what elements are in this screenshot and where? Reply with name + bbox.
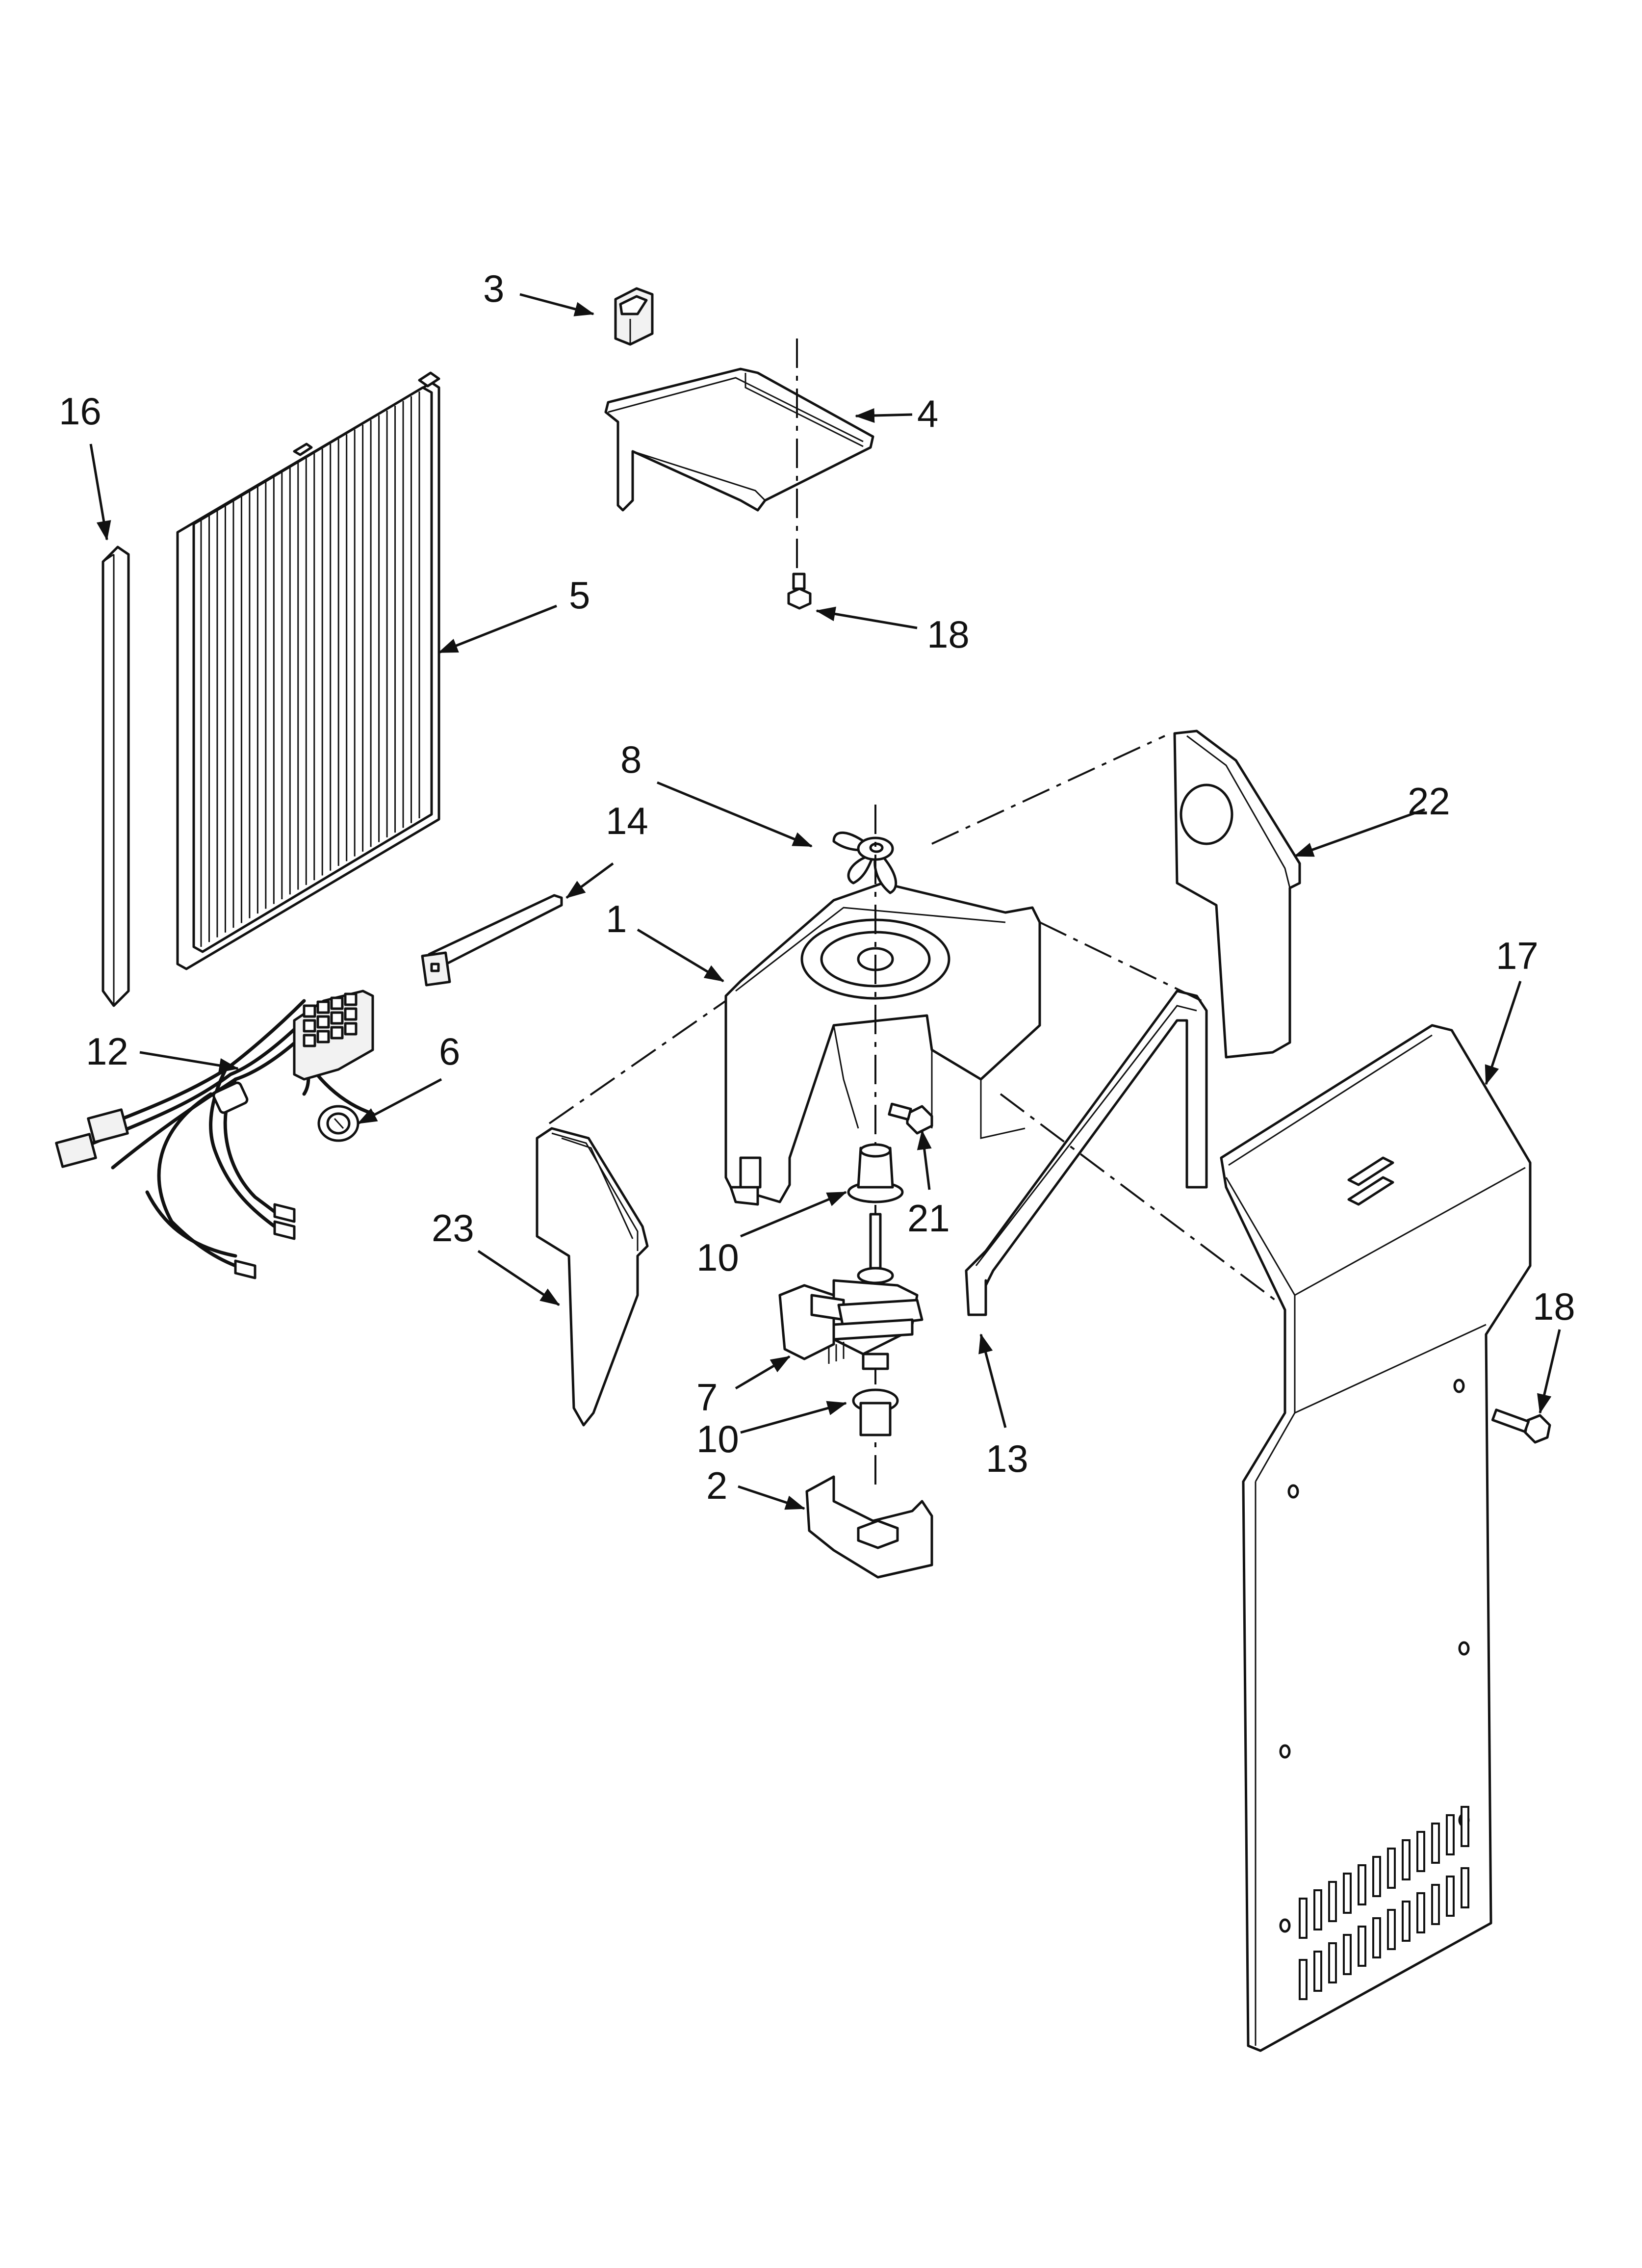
callout-6: 6 bbox=[439, 1030, 460, 1073]
vent-slot bbox=[1461, 1806, 1469, 1847]
callout-12: 12 bbox=[86, 1030, 128, 1073]
vent-slot bbox=[1328, 1942, 1337, 1983]
vent-slot bbox=[1313, 1951, 1322, 1992]
vent-slot bbox=[1461, 1867, 1469, 1908]
leader-lines bbox=[89, 293, 1561, 1510]
part-16-strip bbox=[102, 546, 130, 1007]
vent-slot bbox=[1402, 1839, 1411, 1880]
callout-8: 8 bbox=[620, 738, 641, 781]
callout-14: 14 bbox=[606, 799, 648, 842]
callout-22: 22 bbox=[1408, 780, 1450, 823]
vent-slot bbox=[1431, 1884, 1440, 1925]
part-23-side-plate bbox=[536, 1127, 649, 1427]
part-10-collar-lower bbox=[852, 1388, 899, 1436]
callout-10-upper: 10 bbox=[696, 1236, 739, 1279]
callout-4: 4 bbox=[917, 392, 938, 435]
part-6-sensor bbox=[317, 1105, 359, 1142]
callout-13: 13 bbox=[986, 1437, 1028, 1480]
callout-7: 7 bbox=[696, 1376, 718, 1419]
callout-16: 16 bbox=[59, 390, 102, 433]
part-21-screw bbox=[888, 1102, 933, 1135]
callout-18-top: 18 bbox=[927, 613, 970, 656]
vent-slot bbox=[1372, 1917, 1381, 1958]
callout-5: 5 bbox=[569, 574, 590, 617]
callout-21: 21 bbox=[907, 1197, 950, 1240]
vent-slot bbox=[1299, 1959, 1308, 2000]
callout-18-side: 18 bbox=[1533, 1285, 1575, 1328]
vent-slot bbox=[1358, 1864, 1366, 1905]
vent-slot bbox=[1431, 1823, 1440, 1864]
part-18-screw-side bbox=[1491, 1408, 1551, 1444]
part-7-motor bbox=[778, 1213, 924, 1370]
rear-panel-vents bbox=[1299, 1806, 1469, 2000]
callout-2: 2 bbox=[706, 1464, 727, 1507]
callout-3: 3 bbox=[483, 267, 504, 310]
vent-slot bbox=[1416, 1892, 1425, 1933]
vent-slot bbox=[1402, 1901, 1411, 1942]
part-1-fan-shroud bbox=[724, 882, 1041, 1206]
vent-slot bbox=[1387, 1909, 1396, 1950]
part-2-bracket bbox=[805, 1475, 933, 1579]
vent-slot bbox=[1299, 1898, 1308, 1939]
vent-slot bbox=[1416, 1831, 1425, 1872]
part-22-side-plate bbox=[1173, 730, 1301, 1059]
vent-slot bbox=[1446, 1876, 1455, 1917]
vent-slot bbox=[1387, 1848, 1396, 1889]
part-10-collar-upper bbox=[847, 1143, 904, 1203]
callout-1: 1 bbox=[606, 897, 627, 940]
vent-slot bbox=[1328, 1881, 1337, 1922]
vent-slot bbox=[1343, 1873, 1352, 1914]
motor-terminals bbox=[828, 1342, 845, 1364]
vent-slot bbox=[1446, 1814, 1455, 1855]
panel-ribs bbox=[200, 391, 420, 947]
part-3-clip bbox=[614, 287, 654, 346]
callout-17: 17 bbox=[1496, 934, 1539, 977]
vent-slot bbox=[1343, 1934, 1352, 1975]
part-18-screw-top bbox=[787, 573, 812, 610]
callout-labels: 3 4 16 5 18 8 22 14 1 17 12 6 21 23 10 1… bbox=[59, 267, 1575, 1507]
assembly-lines bbox=[548, 735, 1276, 1301]
connector-grid bbox=[303, 992, 358, 1047]
part-12-wire-harness bbox=[55, 990, 375, 1279]
part-14-cable-tie bbox=[421, 894, 563, 987]
vent-slot bbox=[1358, 1926, 1366, 1967]
callout-23: 23 bbox=[432, 1206, 474, 1250]
part-5-panel bbox=[176, 371, 440, 970]
vent-slot bbox=[1313, 1889, 1322, 1930]
part-4-bracket bbox=[604, 339, 874, 589]
callout-10-lower: 10 bbox=[696, 1417, 739, 1460]
part-17-rear-panel bbox=[1220, 1024, 1532, 2052]
vent-slot bbox=[1372, 1856, 1381, 1897]
